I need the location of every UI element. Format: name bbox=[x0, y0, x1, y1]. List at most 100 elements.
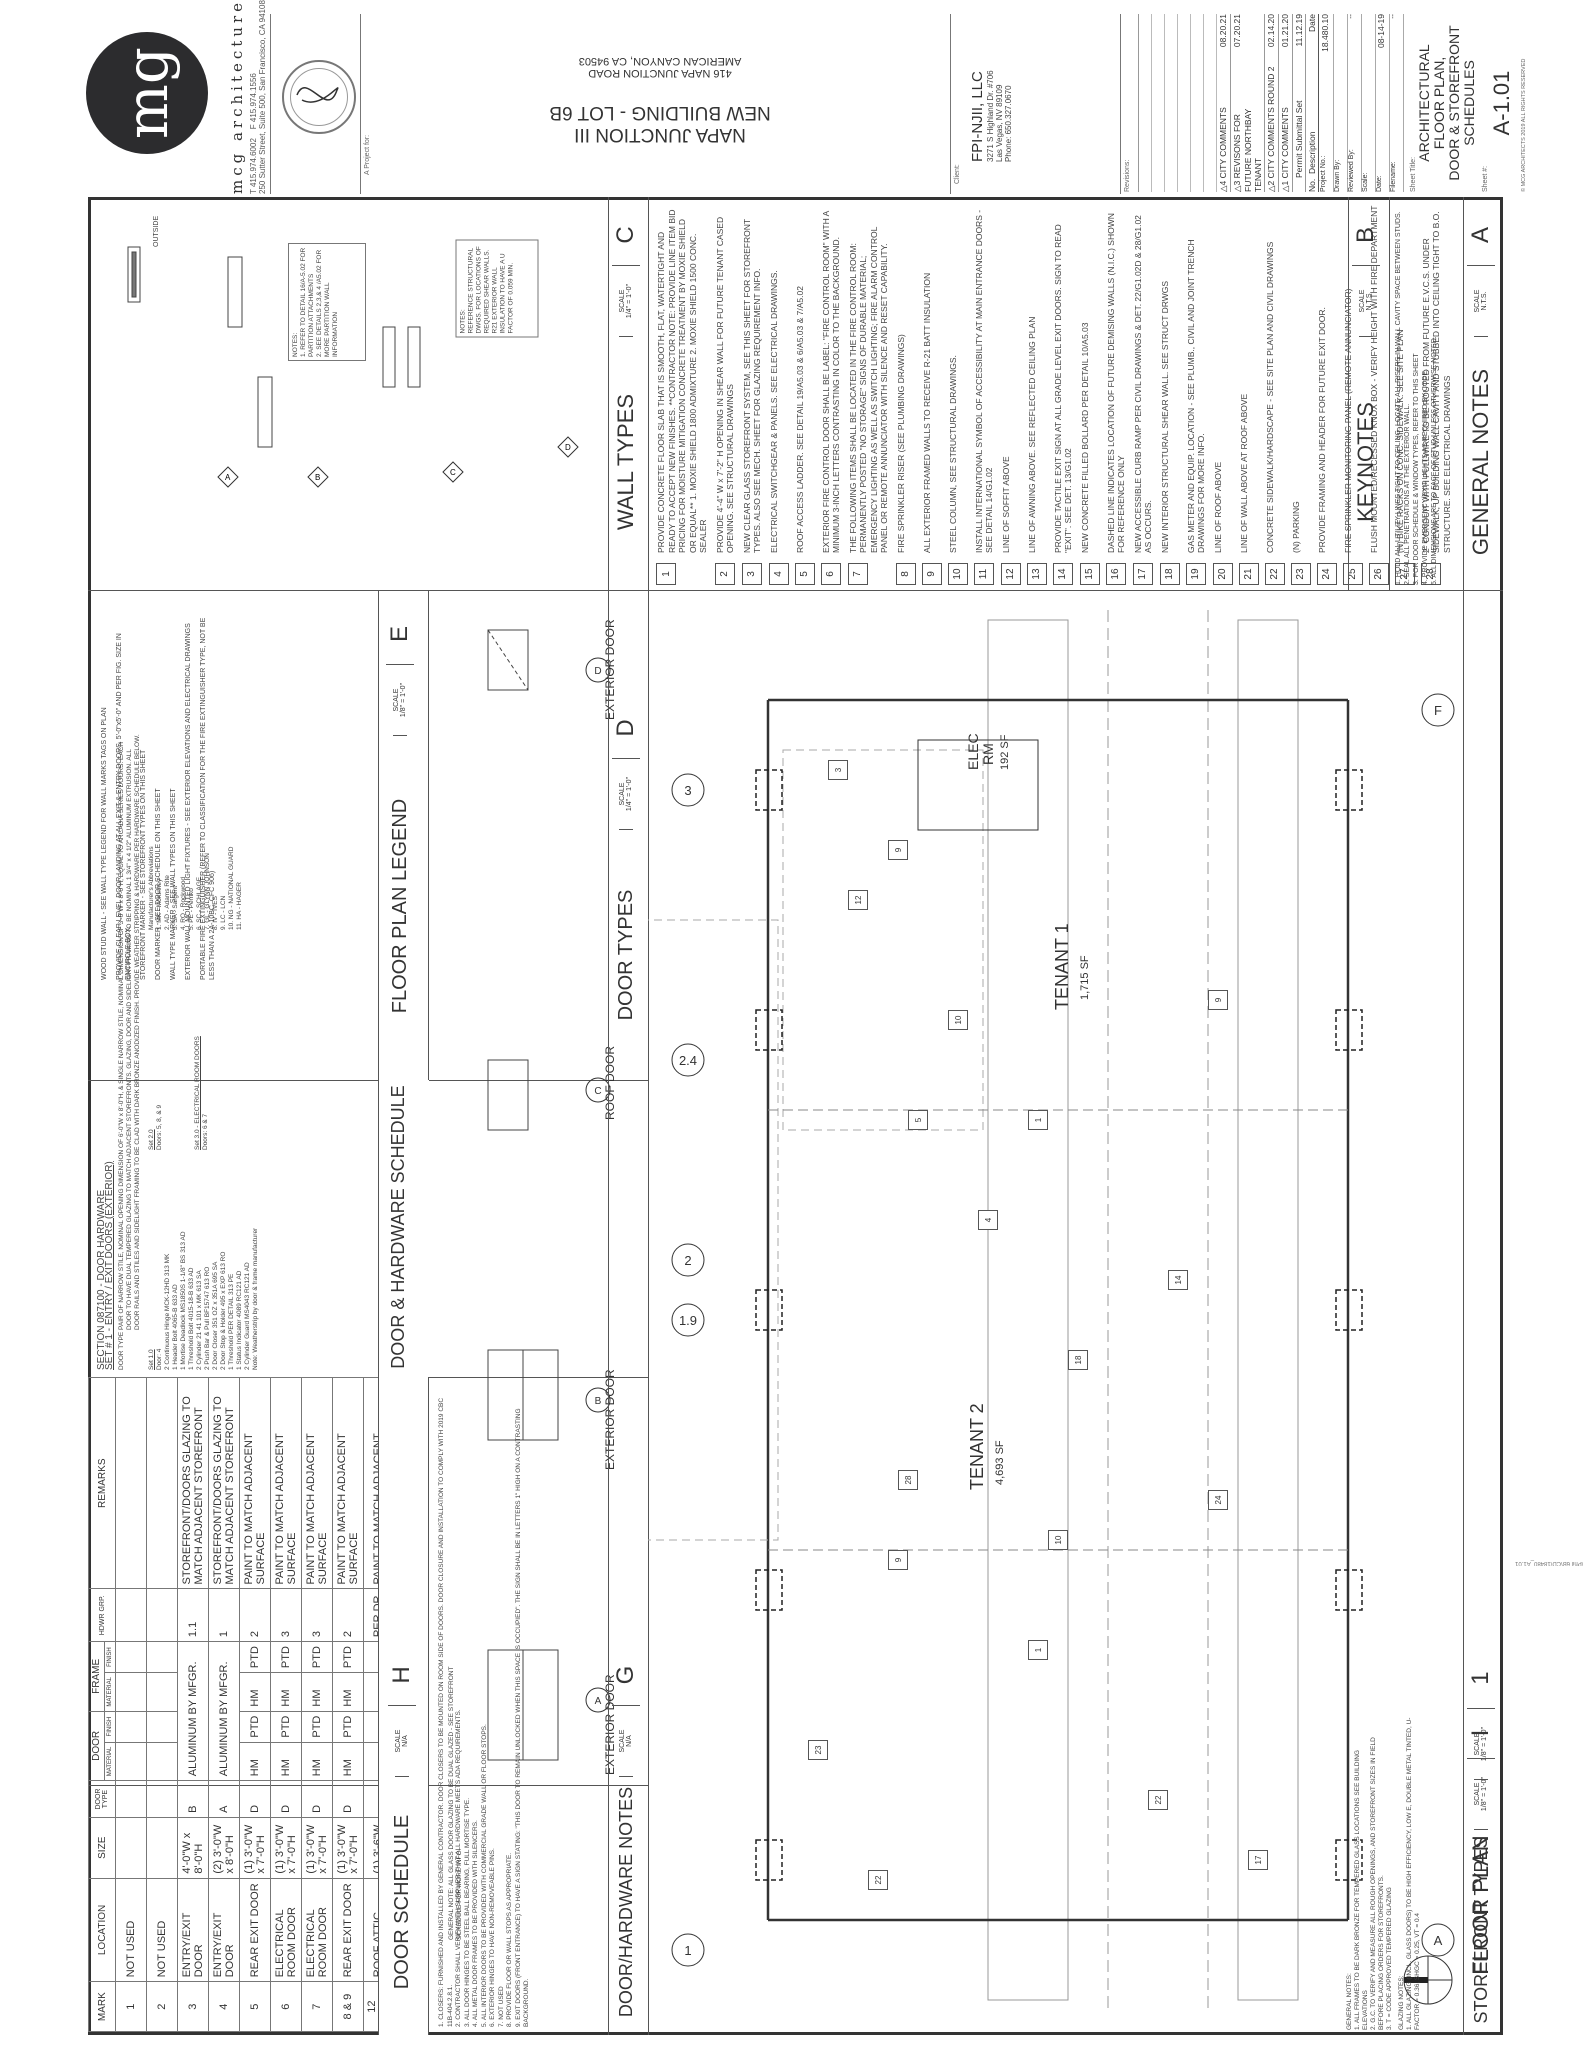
svg-text:RM: RM bbox=[980, 743, 996, 765]
project-title-line2: NEW BUILDING - LOT 6B bbox=[549, 102, 771, 123]
svg-text:3: 3 bbox=[684, 783, 691, 798]
svg-text:ELEC: ELEC bbox=[965, 733, 981, 770]
project-address-line1: 416 NAPA JUNCTION ROAD bbox=[588, 67, 732, 79]
client-address2: Las Vegas, NV 89109 bbox=[995, 84, 1004, 162]
svg-text:1: 1 bbox=[684, 1943, 691, 1958]
panel-floor-plan-legend: WOOD STUD WALL - SEE WALL TYPE LEGEND FO… bbox=[88, 590, 428, 1080]
firm-phone: T 415.974.6002 bbox=[249, 138, 258, 194]
file-path: C:\Users\...\Napa Junction\Phil 6B\CD\18… bbox=[1515, 1560, 1583, 1566]
door-schedule-table: MARK LOCATION SIZE DOOR TYPE DOOR FRAME … bbox=[88, 1377, 405, 2032]
wall-type-details: OUTSIDE A B C D bbox=[127, 216, 579, 488]
panel-storefront-types: GENERAL NOTES: 1. ALL FRAMES TO BE DARK … bbox=[1340, 1700, 1503, 2035]
panel-id: A bbox=[1467, 205, 1495, 266]
sheet-number: A-1.01 bbox=[1489, 70, 1514, 136]
divider bbox=[428, 1377, 648, 1378]
firm-name: mcg architecture bbox=[228, 0, 246, 194]
hardware-set1: SET # 1 - ENTRY / EXIT DOORS (EXTERIOR) bbox=[104, 1161, 115, 1370]
door-type-b-title: EXTERIOR DOOR bbox=[603, 1369, 617, 1470]
panel-id: E bbox=[386, 604, 414, 665]
svg-text:192 SF: 192 SF bbox=[999, 734, 1011, 770]
door-types-general-note: GENERAL NOTE: ALL GLASS DOOR GLAZING TO … bbox=[448, 1666, 463, 1940]
keynote-tag: 22 bbox=[868, 1870, 888, 1890]
svg-text:A: A bbox=[225, 473, 231, 482]
keynote-tag: 9 bbox=[888, 1550, 908, 1570]
sheet-title: ARCHITECTURAL FLOOR PLAN, DOOR & STOREFR… bbox=[1416, 25, 1477, 181]
wall-notes-1: NOTES:1. REFER TO DETAIL 16/A-5.02 FOR P… bbox=[288, 243, 366, 361]
keynote-tag: 10 bbox=[1048, 1530, 1068, 1550]
keynote-tag: 28 bbox=[898, 1470, 918, 1490]
keynote-tag: 24 bbox=[1208, 1490, 1228, 1510]
svg-text:4,693 SF: 4,693 SF bbox=[994, 1440, 1006, 1485]
svg-text:B: B bbox=[315, 473, 320, 482]
panel-title: DOOR & HARDWARE SCHEDULE bbox=[388, 1085, 408, 1369]
client-label: Client: bbox=[954, 164, 961, 184]
svg-text:A: A bbox=[595, 1696, 602, 1707]
panel-floor-plan: A F 3 2.4 2 1.9 1 TENANT 2 4,693 SF TENA… bbox=[648, 590, 1503, 2035]
divider bbox=[88, 1080, 648, 1081]
firm-logo: mg bbox=[86, 32, 208, 154]
svg-text:C: C bbox=[594, 1086, 601, 1097]
client-name: FPI-NJII, LLC bbox=[969, 71, 986, 162]
svg-text:C: C bbox=[450, 468, 456, 477]
sheet-info-block: Project No.:18.480.10 Drawn By: Reviewed… bbox=[1320, 14, 1404, 192]
architect-seal bbox=[282, 60, 356, 134]
panel-title: WALL TYPES bbox=[613, 393, 638, 531]
keynote-tag: 10 bbox=[948, 1010, 968, 1030]
keynote-tag: 9 bbox=[1208, 990, 1228, 1010]
keynote-tag: 17 bbox=[1248, 1850, 1268, 1870]
svg-text:F: F bbox=[1434, 703, 1442, 718]
panel-title: GENERAL NOTES bbox=[1468, 368, 1493, 556]
panel-door-hardware-schedule: SECTION 087100 - DOOR HARDWARE SET # 1 -… bbox=[88, 734, 429, 1377]
divider bbox=[88, 1785, 648, 1786]
panel-id: G bbox=[612, 1645, 640, 1706]
svg-text:D: D bbox=[594, 666, 601, 677]
keynote-tag: 1 bbox=[1028, 1110, 1048, 1130]
client-phone: Phone: 650.327.0670 bbox=[1004, 85, 1013, 162]
keynote-tag: 4 bbox=[978, 1210, 998, 1230]
panel-title: DOOR TYPES bbox=[614, 889, 637, 1021]
panel-id: C bbox=[612, 205, 640, 266]
svg-text:1,715 SF: 1,715 SF bbox=[1079, 955, 1091, 1000]
sheet-title-block: Sheet Title: ARCHITECTURAL FLOOR PLAN, D… bbox=[1410, 14, 1477, 192]
keynote-tag: 23 bbox=[808, 1740, 828, 1760]
panel-door-schedule: MARK LOCATION SIZE DOOR TYPE DOOR FRAME … bbox=[88, 1377, 428, 2035]
svg-text:1.9: 1.9 bbox=[679, 1313, 697, 1328]
keynote-item: 23(N) PARKING bbox=[1290, 205, 1311, 585]
client-address1: 3271 S Highland Dr. #706 bbox=[986, 70, 995, 162]
project-for-label: A Project for: bbox=[364, 134, 371, 175]
panel-id: I bbox=[1467, 1708, 1495, 1759]
floor-plan-drawing: A F 3 2.4 2 1.9 1 TENANT 2 4,693 SF TENA… bbox=[648, 610, 1455, 2010]
keynote-tag: 5 bbox=[908, 1110, 928, 1130]
firm-address: 250 Sutter Street, Suite 500, San Franci… bbox=[258, 0, 267, 194]
revisions-label: Revisions: bbox=[1124, 14, 1139, 192]
north-arrow bbox=[1403, 1955, 1453, 2005]
keynote-tag: 12 bbox=[848, 890, 868, 910]
